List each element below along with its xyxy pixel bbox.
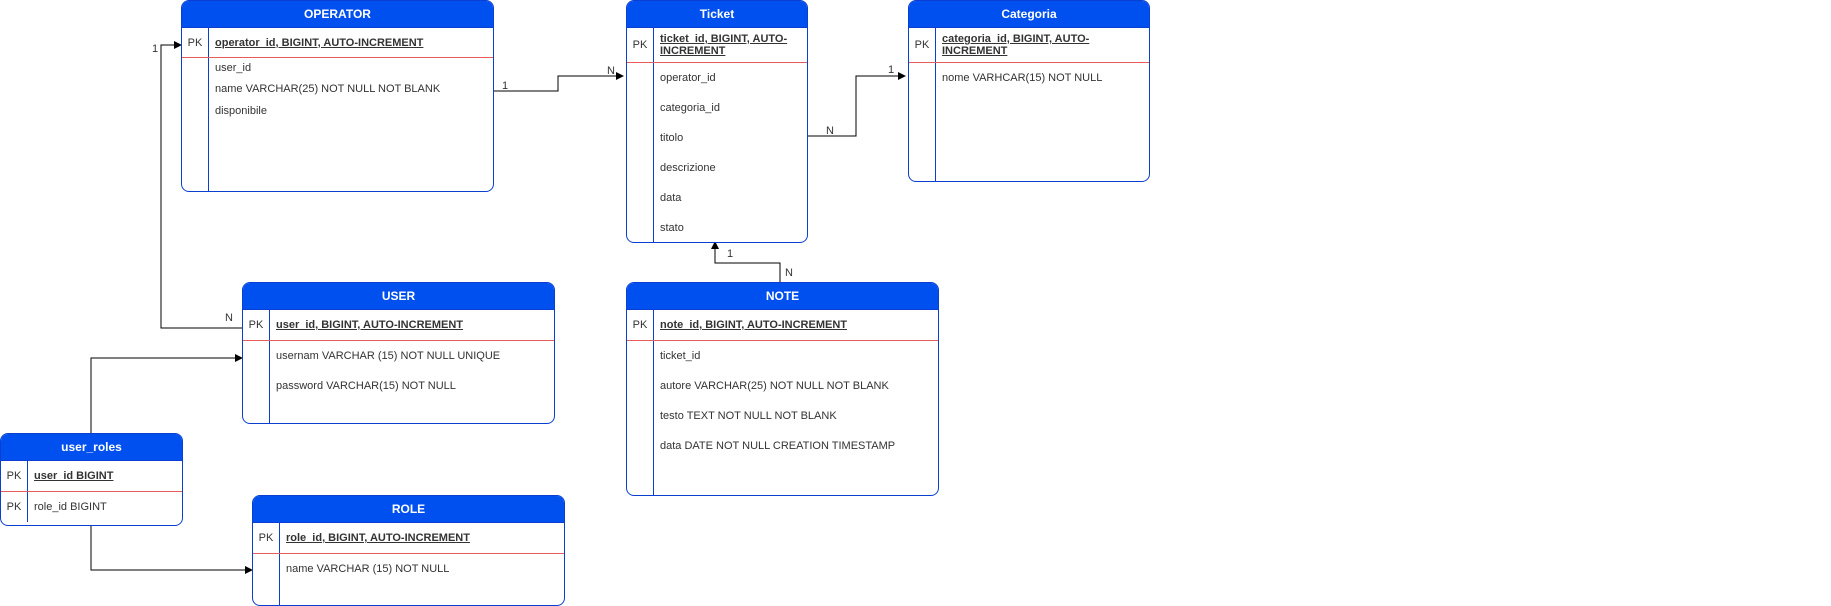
operator-ticket-to-cardinality: N — [607, 65, 615, 77]
note-ticket-connector — [711, 241, 781, 282]
user-operator-connector — [160, 41, 242, 329]
pk-marker: PK — [182, 28, 209, 57]
entity-role[interactable]: ROLE PK role_id, BIGINT, AUTO-INCREMENT … — [252, 495, 565, 606]
attribute-field: testo TEXT NOT NULL NOT BLANK — [660, 410, 837, 422]
pk-marker: PK — [1, 492, 28, 522]
attribute-field: categoria_id — [660, 102, 720, 114]
attribute-field: ticket_id — [660, 350, 701, 362]
entity-title: USER — [243, 283, 554, 310]
attribute-field: descrizione — [660, 162, 716, 174]
ticket-note-from-cardinality: 1 — [727, 248, 734, 260]
ticket-categoria-from-cardinality: N — [826, 125, 834, 137]
userroles-role-connector — [90, 525, 253, 574]
attribute-field: user_id — [215, 62, 252, 74]
attribute-field: usernam VARCHAR (15) NOT NULL UNIQUE — [276, 350, 501, 362]
primary-key-field: user_id BIGINT — [34, 470, 114, 482]
primary-key-field: user_id, BIGINT, AUTO-INCREMENT — [276, 319, 464, 331]
entity-title: Ticket — [627, 1, 807, 28]
entity-title: OPERATOR — [182, 1, 493, 28]
primary-key-field: categoria_id, BIGINT, AUTO-INCREMENT — [942, 33, 1090, 57]
operator-user-to-cardinality: N — [225, 312, 233, 324]
entity-title: ROLE — [253, 496, 564, 523]
entity-title: NOTE — [627, 283, 938, 310]
operator-user-from-cardinality: 1 — [152, 43, 159, 55]
primary-key-field: role_id BIGINT — [34, 501, 107, 513]
operator-ticket-connector — [493, 72, 624, 92]
attribute-field: stato — [660, 222, 684, 234]
attribute-field: data — [660, 192, 682, 204]
ticket-categoria-to-cardinality: 1 — [888, 64, 895, 76]
primary-key-field: ticket_id, BIGINT, AUTO-INCREMENT — [660, 33, 788, 57]
primary-key-field: role_id, BIGINT, AUTO-INCREMENT — [286, 532, 470, 544]
entity-note[interactable]: NOTE PK note_id, BIGINT, AUTO-INCREMENT … — [626, 282, 939, 496]
pk-marker: PK — [909, 28, 936, 62]
entity-categoria[interactable]: Categoria PK categoria_id, BIGINT, AUTO-… — [908, 0, 1150, 182]
attribute-field: name VARCHAR(25) NOT NULL NOT BLANK — [215, 82, 441, 95]
attribute-field: operator_id — [660, 72, 716, 84]
entity-user-roles[interactable]: user_roles PK user_id BIGINT PK role_id … — [0, 433, 183, 526]
operator-ticket-from-cardinality: 1 — [502, 80, 509, 92]
entity-title: user_roles — [1, 434, 182, 461]
entity-ticket[interactable]: Ticket PK ticket_id, BIGINT, AUTO-INCREM… — [626, 0, 808, 243]
ticket-note-to-cardinality: N — [785, 267, 793, 279]
attribute-field: autore VARCHAR(25) NOT NULL NOT BLANK — [660, 380, 889, 392]
attribute-field: nome VARHCAR(15) NOT NULL — [942, 72, 1103, 84]
entity-title: Categoria — [909, 1, 1149, 28]
pk-marker: PK — [253, 523, 280, 553]
pk-marker: PK — [627, 28, 654, 62]
entity-operator[interactable]: OPERATOR PK operator_id, BIGINT, AUTO-IN… — [181, 0, 494, 192]
ticket-categoria-connector — [806, 72, 906, 137]
pk-marker: PK — [1, 461, 28, 491]
pk-marker: PK — [627, 310, 654, 340]
attribute-field: data DATE NOT NULL CREATION TIMESTAMP — [660, 440, 896, 452]
attribute-field: name VARCHAR (15) NOT NULL — [286, 563, 450, 575]
userroles-user-connector — [90, 354, 243, 433]
attribute-field: titolo — [660, 132, 684, 144]
attribute-field: password VARCHAR(15) NOT NULL — [276, 380, 456, 392]
pk-marker: PK — [243, 310, 270, 340]
entity-user[interactable]: USER PK user_id, BIGINT, AUTO-INCREMENT … — [242, 282, 555, 424]
primary-key-field: operator_id, BIGINT, AUTO-INCREMENT — [215, 36, 424, 49]
attribute-field: disponibile — [215, 104, 267, 117]
primary-key-field: note_id, BIGINT, AUTO-INCREMENT — [660, 319, 847, 331]
